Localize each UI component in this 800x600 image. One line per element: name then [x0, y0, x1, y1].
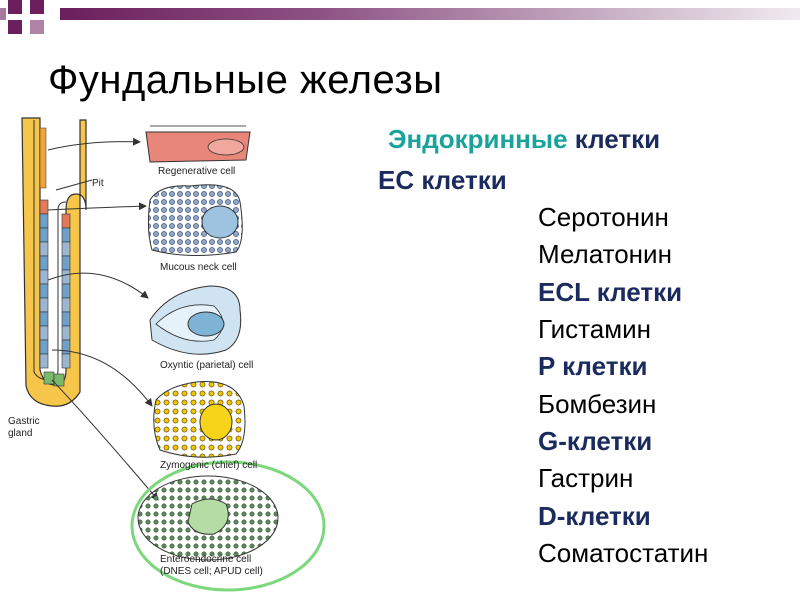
label-enteroendocrine-line1: Enteroendocrine cell: [160, 554, 252, 565]
label-enteroendocrine-line2: (DNES cell; APUD cell): [160, 566, 263, 577]
label-gastric: Gastric: [8, 416, 40, 427]
gastric-gland-diagram: Pit Gastric gland Regenerative cell Muco…: [0, 110, 340, 600]
arrow-mucous: [47, 202, 147, 211]
arrow-pit: [55, 179, 93, 191]
top-decorative-band: [0, 0, 800, 40]
highlight-circle: [130, 460, 326, 592]
gland-lining-cells: [39, 127, 71, 387]
g-cells: G-клетки: [538, 426, 653, 456]
heading-endocrine: Эндокринные: [388, 124, 568, 154]
enteroendocrine-nucleus: [187, 498, 229, 535]
oxyntic-nucleus: [187, 311, 225, 337]
label-oxyntic: Oxyntic (parietal) cell: [160, 360, 254, 371]
gland-wall: [21, 117, 87, 407]
band-square: [30, 0, 44, 14]
label-enteroendocrine: Enteroendocrine cell (DNES cell; APUD ce…: [160, 554, 263, 578]
label-zymogenic: Zymogenic (chief) cell: [160, 460, 258, 471]
arrow-oxyntic: [47, 272, 149, 299]
band-square: [0, 8, 6, 20]
ec-cells: EC клетки: [378, 165, 507, 195]
arrow-enteroendocrine: [51, 379, 159, 501]
d-cells: D-клетки: [538, 501, 651, 531]
endocrine-heading: Эндокринные клетки: [388, 126, 660, 152]
diagram-graphic: [21, 117, 326, 592]
band-square: [30, 20, 44, 34]
hormone-histamine: Гистамин: [538, 314, 651, 344]
label-mucous-neck: Mucous neck cell: [160, 262, 237, 273]
arrow-regenerative: [47, 137, 141, 151]
p-cells: P клетки: [538, 351, 648, 381]
label-regenerative: Regenerative cell: [158, 166, 236, 177]
band-gradient: [60, 8, 800, 20]
zymogenic-nucleus: [199, 403, 233, 441]
hormone-serotonin: Серотонин: [538, 202, 669, 232]
label-gland: gland: [8, 428, 33, 439]
label-gastric-gland: Gastric gland: [8, 416, 40, 440]
hormone-somatostatin: Соматостатин: [538, 538, 709, 568]
band-square: [8, 0, 22, 14]
arrow-zymogenic: [51, 349, 153, 407]
ecl-cells: ECL клетки: [538, 277, 683, 307]
hormone-melatonin: Мелатонин: [538, 239, 672, 269]
hormone-bombesin: Бомбезин: [538, 389, 657, 419]
label-pit: Pit: [92, 178, 104, 189]
slide-title: Фундальные железы: [48, 58, 443, 102]
band-square: [8, 20, 22, 34]
heading-cells: клетки: [574, 124, 661, 154]
hormone-gastrin: Гастрин: [538, 463, 634, 493]
mucous-nucleus: [201, 205, 239, 239]
regenerative-nucleus: [207, 138, 245, 156]
